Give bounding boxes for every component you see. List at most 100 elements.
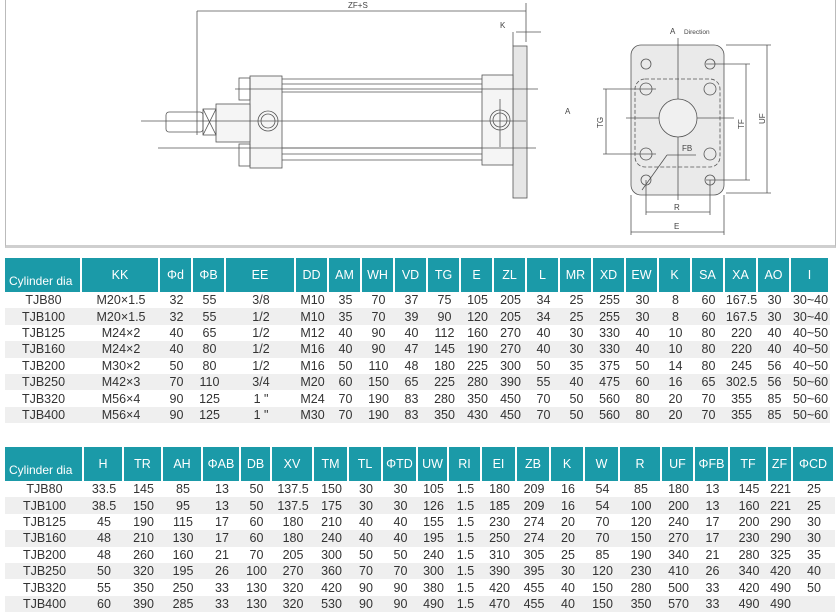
cell-phi-td: 40 [383,530,418,547]
cell-uw: 155 [423,514,444,529]
cell-l: 70 [536,391,551,406]
cell-tg: 75 [437,293,452,308]
cylinder-technical-drawing: ZF+S K A A Direction TG TF UF FB R E [5,0,836,248]
cell-h: 45 [97,514,111,529]
column-header-phi-b: ΦB [193,258,226,292]
cell-ew: 40 [626,341,659,358]
cell-tg: 350 [428,406,461,424]
column-header-ao: AO [758,258,791,292]
cell-phi-td: 70 [383,562,418,580]
cell-tr: 210 [124,530,163,547]
cell-sa: 80 [701,325,716,340]
cell-h: 33.5 [91,482,117,497]
cell-xd: 255 [599,293,620,308]
cell-xa: 245 [731,358,752,373]
cell-sa: 65 [692,373,725,391]
column-header-ei: EI [482,447,517,481]
column-header-ah: AH [163,447,203,481]
cell-vd: 83 [404,391,419,406]
cell-kk: M24×2 [82,341,160,358]
cell-mr: 35 [569,358,584,373]
cell-zf: 490 [770,580,791,595]
cell-tl: 90 [359,580,373,595]
cell-phi-d: 40 [160,341,193,358]
cell-zf: 290 [770,514,791,529]
cell-k: 16 [551,497,585,514]
cell-e: 120 [461,308,494,325]
cell-l: 34 [536,293,551,308]
cell-phi-b: 55 [193,308,226,325]
cell-w: 150 [585,595,620,612]
dim-tg: TG [596,117,605,128]
model-cell: TJB250 [5,562,84,580]
cell-uw: 490 [418,595,449,612]
column-header-wh: WH [362,258,395,292]
cell-mr: 50 [560,406,593,424]
cell-uf: 340 [668,547,689,562]
cell-kk: M20×1.5 [96,293,146,308]
cell-ri: 1.5 [456,482,475,497]
column-header-phi-td: ΦTD [383,447,418,481]
cell-wh: 190 [368,391,389,406]
cell-phi-fb: 17 [705,514,720,529]
cell-phi-td: 90 [393,580,408,595]
cell-k: 14 [668,358,683,373]
cell-kk: M42×3 [82,373,160,391]
cell-r: 85 [634,482,648,497]
cell-ee: 1/2 [252,358,270,373]
a-direction-label: A [670,27,676,36]
cell-zf: 490 [768,595,793,612]
cell-zb: 274 [523,514,545,529]
cell-zl: 450 [500,391,521,406]
cell-tm: 175 [314,497,349,514]
cell-phi-b: 125 [193,406,226,424]
cell-xv: 320 [272,595,314,612]
column-header-cylinder-dia: Cylinder dia [5,447,84,481]
cell-zl: 205 [500,293,521,308]
column-header-phi-ab: ΦAB [203,447,241,481]
cell-xv: 137.5 [272,497,314,514]
cell-uw: 240 [423,547,444,562]
cell-dd: M10 [300,293,325,308]
cell-xa: 167.5 [725,308,758,325]
column-header-k: K [551,447,585,481]
cell-tf: 160 [730,497,768,514]
cell-phi-b: 110 [193,373,226,391]
cell-ee: 1 " [253,391,269,406]
cell-zf: 420 [768,562,793,580]
cell-e: 430 [461,406,494,424]
cell-ri: 1.5 [449,497,482,514]
cell-w: 150 [592,580,613,595]
cell-h: 50 [84,562,124,580]
cell-xv: 180 [282,514,304,529]
cell-phi-td: 40 [393,514,408,529]
cell-mr: 30 [569,325,584,340]
model-cell: TJB250 [5,373,82,391]
cell-uf: 180 [668,482,689,497]
cell-uf: 500 [668,580,689,595]
cell-r: 280 [630,580,652,595]
cell-ao: 40 [767,325,782,340]
cell-kk: M20×1.5 [82,308,160,325]
cell-vd: 39 [395,308,428,325]
cell-i: 50~60 [791,406,830,424]
cell-ee: 1/2 [252,325,270,340]
dim-uf: UF [758,113,767,124]
cell-k: 10 [659,341,692,358]
cell-dd: M12 [300,325,325,340]
cell-phi-b: 55 [202,293,217,308]
cell-tr: 145 [133,482,154,497]
model-cell: TJB160 [5,341,82,358]
cell-tf: 200 [738,514,760,529]
cell-e: 160 [467,325,488,340]
cell-phi-fb: 33 [705,580,720,595]
cell-ah: 130 [163,530,203,547]
dim-k: K [500,21,506,30]
cell-kk: M56×4 [82,406,160,424]
cell-xa: 220 [731,325,752,340]
cell-i: 50~60 [792,391,829,406]
cell-tm: 420 [321,580,342,595]
cell-phi-fb: 13 [695,497,730,514]
cell-mr: 25 [569,293,584,308]
